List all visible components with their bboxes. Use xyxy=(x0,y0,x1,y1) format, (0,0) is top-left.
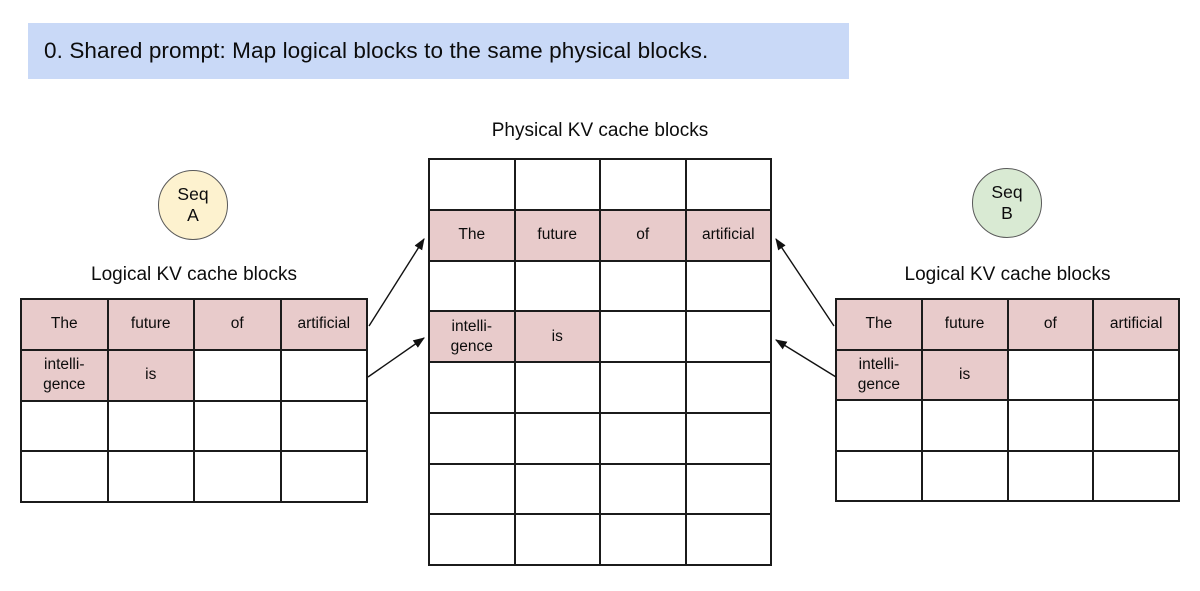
kv-block-cell-filled: intelli- gence xyxy=(429,311,515,362)
kv-block-cell-empty xyxy=(921,450,1008,501)
kv-block-cell-empty xyxy=(1007,349,1094,400)
kv-block-cell-empty xyxy=(429,362,515,413)
kv-block-cell-empty xyxy=(600,412,686,464)
kv-block-cell-filled: future xyxy=(514,209,600,261)
kv-block-cell-filled: is xyxy=(107,349,194,401)
mapping-arrow xyxy=(775,339,837,378)
logical-blocks-title-seq-b: Logical KV cache blocks xyxy=(904,264,1111,285)
seq-a-badge: Seq A xyxy=(158,170,228,240)
kv-block-cell-empty xyxy=(685,463,771,515)
logical-blocks-title-seq-a: Logical KV cache blocks xyxy=(91,264,297,285)
kv-block-cell-empty xyxy=(600,362,686,413)
kv-block-cell-empty xyxy=(685,362,771,413)
kv-block-cell-filled: artificial xyxy=(1093,299,1179,350)
kv-block-cell-empty xyxy=(1007,450,1094,501)
kv-block-cell-empty xyxy=(429,260,515,312)
kv-block-cell-empty xyxy=(429,463,515,515)
mapping-arrow xyxy=(775,238,835,327)
kv-block-cell-empty xyxy=(685,311,771,362)
kv-block-cell-empty xyxy=(514,362,600,413)
kv-block-cell-empty xyxy=(514,159,600,210)
kv-block-cell-empty xyxy=(836,400,922,451)
kv-block-cell-filled: of xyxy=(600,209,686,261)
kv-block-cell-filled: intelli- gence xyxy=(836,349,922,400)
kv-block-cell-empty xyxy=(600,159,686,210)
seq-b-label-line2: B xyxy=(1001,203,1013,223)
kv-block-cell-empty xyxy=(600,514,686,565)
seq-a-label-line1: Seq xyxy=(177,184,209,205)
kv-block-cell-empty xyxy=(194,451,281,502)
kv-block-cell-empty xyxy=(600,463,686,515)
kv-block-cell-filled: artificial xyxy=(280,299,367,350)
kv-block-cell-empty xyxy=(107,400,194,452)
kv-block-cell-empty xyxy=(514,463,600,515)
seq-b-label-line1: Seq xyxy=(991,182,1023,203)
kv-block-cell-empty xyxy=(280,349,367,401)
mapping-arrow xyxy=(367,337,425,378)
kv-block-cell-empty xyxy=(685,412,771,464)
slide-title-text: 0. Shared prompt: Map logical blocks to … xyxy=(44,38,709,63)
kv-block-cell-empty xyxy=(194,400,281,452)
kv-block-cell-empty xyxy=(21,451,108,502)
kv-block-cell-filled: future xyxy=(107,299,194,350)
kv-block-cell-empty xyxy=(280,451,367,502)
kv-block-cell-filled: intelli- gence xyxy=(21,349,108,401)
kv-block-cell-empty xyxy=(429,514,515,565)
seq-a-label-line2: A xyxy=(187,205,199,225)
kv-block-cell-empty xyxy=(921,400,1008,451)
kv-block-cell-empty xyxy=(107,451,194,502)
kv-block-cell-empty xyxy=(429,412,515,464)
physical-blocks-title: Physical KV cache blocks xyxy=(491,120,709,141)
kv-block-cell-filled: is xyxy=(514,311,600,362)
kv-block-cell-empty xyxy=(514,412,600,464)
kv-block-cell-filled: The xyxy=(429,209,515,261)
kv-block-cell-empty xyxy=(514,514,600,565)
kv-block-cell-empty xyxy=(685,159,771,210)
kv-block-cell-filled: of xyxy=(194,299,281,350)
kv-block-cell-empty xyxy=(514,260,600,312)
kv-block-cell-empty xyxy=(1093,400,1179,451)
kv-block-cell-empty xyxy=(836,450,922,501)
seq-b-badge: Seq B xyxy=(972,168,1042,238)
kv-block-cell-empty xyxy=(1093,450,1179,501)
kv-block-cell-empty xyxy=(685,260,771,312)
kv-block-cell-filled: future xyxy=(921,299,1008,350)
slide-title-banner: 0. Shared prompt: Map logical blocks to … xyxy=(28,23,849,79)
kv-block-cell-empty xyxy=(429,159,515,210)
kv-block-cell-filled: artificial xyxy=(685,209,771,261)
kv-block-cell-filled: of xyxy=(1007,299,1094,350)
kv-block-cell-empty xyxy=(194,349,281,401)
kv-block-cell-empty xyxy=(280,400,367,452)
kv-block-cell-filled: The xyxy=(21,299,108,350)
kv-block-cell-empty xyxy=(685,514,771,565)
kv-block-cell-empty xyxy=(600,260,686,312)
kv-block-cell-filled: The xyxy=(836,299,922,350)
kv-block-cell-empty xyxy=(1093,349,1179,400)
mapping-arrow xyxy=(368,238,425,327)
kv-block-cell-empty xyxy=(600,311,686,362)
kv-block-cell-empty xyxy=(1007,400,1094,451)
kv-block-cell-filled: is xyxy=(921,349,1008,400)
kv-block-cell-empty xyxy=(21,400,108,452)
